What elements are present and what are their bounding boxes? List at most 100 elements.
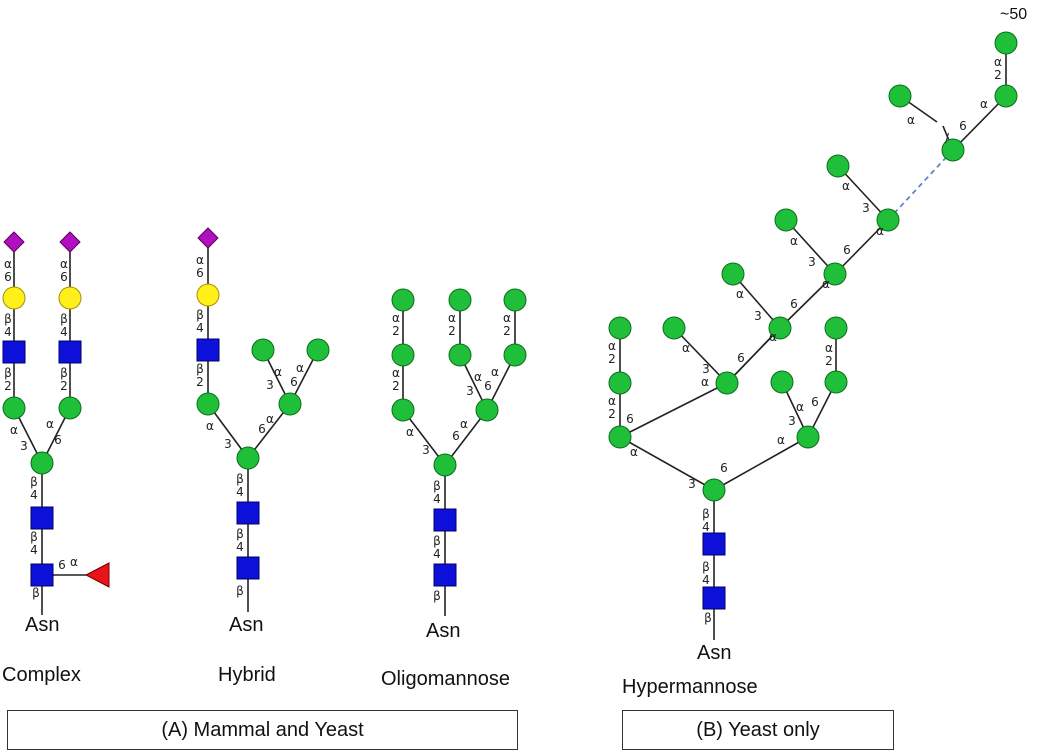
mannose-circle <box>823 262 847 286</box>
mannose-circle <box>608 316 632 340</box>
linkage-label: 2 <box>196 375 204 389</box>
mannose-circle <box>391 343 415 367</box>
linkage-label: 6 <box>60 270 68 284</box>
glycosidic-bond <box>837 165 889 221</box>
glycosidic-bond <box>785 219 836 275</box>
linkage-label: α <box>608 394 616 408</box>
mannose-circle <box>941 138 965 162</box>
linkage-label: α <box>266 412 274 426</box>
asn-label-complex: Asn <box>25 614 60 636</box>
glycosidic-bond <box>713 436 809 491</box>
linkage-label: 6 <box>484 379 492 393</box>
linkage-label: 6 <box>58 558 66 572</box>
linkage-label: 3 <box>20 439 28 453</box>
linkage-label: α <box>206 419 214 433</box>
mannose-circle <box>503 288 527 312</box>
linkage-label: 4 <box>433 492 441 506</box>
linkage-label: 6 <box>843 243 851 257</box>
mannose-circle <box>2 396 26 420</box>
glcnac-square <box>702 586 726 610</box>
glycosidic-bond <box>732 273 781 329</box>
linkage-label: α <box>907 113 915 127</box>
linkage-label: 3 <box>224 437 232 451</box>
linkage-label: 3 <box>688 477 696 491</box>
linkage-label: α <box>842 179 850 193</box>
sialic-acid-diamond <box>197 227 219 249</box>
linkage-label: β <box>433 534 441 548</box>
mannose-circle <box>888 84 912 108</box>
linkage-label: 2 <box>994 68 1002 82</box>
glycosidic-bond <box>619 436 715 491</box>
glcnac-square <box>702 532 726 556</box>
linkage-label: β <box>702 560 710 574</box>
mannose-circle <box>278 392 302 416</box>
galactose-circle <box>2 286 26 310</box>
mannose-circle <box>608 371 632 395</box>
mannose-circle <box>715 371 739 395</box>
mannose-circle <box>824 370 848 394</box>
linkage-label: α <box>406 425 414 439</box>
mannose-circle <box>774 208 798 232</box>
linkage-label: 2 <box>608 352 616 366</box>
linkage-label: / <box>945 131 950 145</box>
linkage-label: 2 <box>503 324 511 338</box>
glycosidic-bond <box>673 327 728 384</box>
linkage-label: 3 <box>808 255 816 269</box>
linkage-label: α <box>736 287 744 301</box>
linkage-label: 6 <box>196 266 204 280</box>
linkage-label: 3 <box>788 414 796 428</box>
linkage-label: β <box>433 479 441 493</box>
linkage-label: α <box>196 253 204 267</box>
linkage-label: α <box>460 417 468 431</box>
linkage-label: α <box>796 400 804 414</box>
mannose-circle <box>770 370 794 394</box>
mannose-circle <box>30 451 54 475</box>
linkage-label: 2 <box>392 379 400 393</box>
linkage-label: α <box>777 433 785 447</box>
linkage-label: 2 <box>392 324 400 338</box>
linkage-label: 4 <box>196 321 204 335</box>
linkage-label: α <box>392 311 400 325</box>
linkage-label: α <box>60 257 68 271</box>
group-box-mammal-yeast: (A) Mammal and Yeast <box>7 710 518 750</box>
mannose-circle <box>433 453 457 477</box>
linkage-label: α <box>608 339 616 353</box>
linkage-label: 6 <box>258 422 266 436</box>
mannose-circle <box>58 396 82 420</box>
linkage-label: β <box>196 308 204 322</box>
label-complex: Complex <box>2 664 81 686</box>
linkage-label: β <box>32 586 40 600</box>
mannose-circle <box>824 316 848 340</box>
linkage-label: α <box>10 423 18 437</box>
glcnac-square <box>196 338 220 362</box>
linkage-label: β <box>60 312 68 326</box>
asn-label-oligomannose: Asn <box>426 620 461 642</box>
linkage-label: β <box>4 366 12 380</box>
linkage-label: α <box>876 224 884 238</box>
glycosidic-bond <box>779 273 836 329</box>
linkage-label: 6 <box>737 351 745 365</box>
linkage-label: 4 <box>30 543 38 557</box>
linkage-label: β <box>60 366 68 380</box>
glcnac-square <box>236 501 260 525</box>
linkage-label: α <box>790 234 798 248</box>
group-box-yeast-only: (B) Yeast only <box>622 710 894 750</box>
linkage-label: β <box>4 312 12 326</box>
linkage-label: β <box>236 472 244 486</box>
mannose-circle <box>251 338 275 362</box>
linkage-label: α <box>630 445 638 459</box>
linkage-label: 4 <box>236 485 244 499</box>
linkage-label: 6 <box>811 395 819 409</box>
mannose-circle <box>662 316 686 340</box>
glycosidic-bond <box>444 409 488 466</box>
glcnac-square <box>58 340 82 364</box>
glcnac-square <box>433 508 457 532</box>
linkage-label: 4 <box>4 325 12 339</box>
linkage-label: β <box>702 507 710 521</box>
linkage-label: 4 <box>702 520 710 534</box>
mannose-circle <box>796 425 820 449</box>
mannose-circle <box>391 398 415 422</box>
linkage-label: α <box>296 361 304 375</box>
